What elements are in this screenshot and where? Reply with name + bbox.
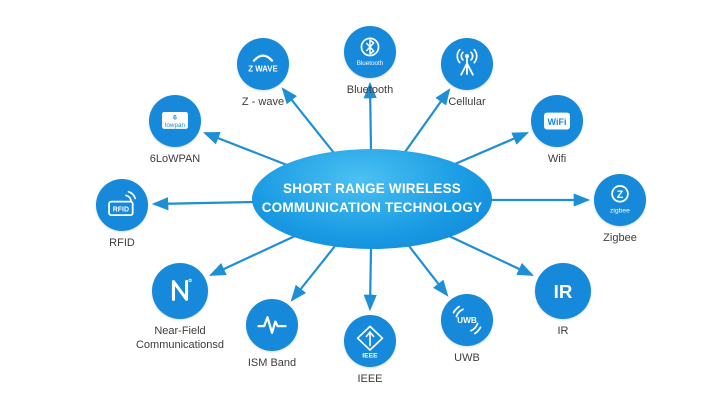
- zigbee-icon: Z zigbee: [594, 174, 646, 226]
- ir-icon-text: IR: [554, 281, 573, 302]
- wifi-icon: WiFi: [531, 95, 583, 147]
- node-ieee: IEEE IEEE: [312, 315, 428, 387]
- nfc-icon: [152, 263, 208, 319]
- node-label: Cellular: [448, 96, 486, 108]
- node-label: Z - wave: [241, 96, 285, 108]
- rfid-icon: RFID: [96, 179, 148, 231]
- cellular-antenna-icon: [441, 38, 493, 90]
- node-bluetooth: Bluetooth Bluetooth: [312, 26, 428, 98]
- bluetooth-icon: Bluetooth: [344, 26, 396, 78]
- wifi-icon-text: WiFi: [548, 117, 567, 127]
- z-wave-icon: Z WAVE: [237, 38, 289, 90]
- zigbee-icon-letter: Z: [617, 189, 624, 201]
- node-label: Wifi: [547, 153, 567, 165]
- node-cellular: Cellular: [409, 38, 525, 110]
- 6lowpan-icon-badge: 6: [173, 115, 177, 122]
- diagram-title-line1: SHORT RANGE WIRELESS: [282, 181, 461, 197]
- ism-band-icon: [246, 299, 298, 351]
- arrow-rfid: [151, 197, 255, 211]
- node-label: Bluetooth: [346, 84, 394, 96]
- node-wifi: WiFi Wifi: [499, 95, 615, 167]
- ir-icon: IR: [535, 263, 591, 319]
- node-label: 6LoWPAN: [149, 153, 201, 165]
- uwb-icon: UWB: [441, 294, 493, 346]
- node-zigbee: Z zigbee Zigbee: [562, 174, 678, 246]
- node-label: IEEE: [357, 373, 383, 385]
- node-ism-band: ISM Band: [214, 299, 330, 371]
- node-nfc: Near-Field Communicationsd: [122, 263, 238, 353]
- rfid-icon-text: RFID: [113, 206, 129, 213]
- diagram-title-line2: COMMUNICATION TECHNOLOGY: [261, 200, 483, 215]
- center-ellipse: SHORT RANGE WIRELESS COMMUNICATION TECHN…: [252, 149, 492, 249]
- arrow-ir: [448, 235, 534, 276]
- uwb-icon-text: UWB: [457, 315, 477, 325]
- arrow-bluetooth: [363, 81, 377, 151]
- arrow-ieee: [363, 247, 377, 312]
- node-z-wave: Z WAVE Z - wave: [205, 38, 321, 110]
- arrow-uwb: [408, 245, 449, 297]
- node-rfid: RFID RFID: [64, 179, 180, 251]
- arrow-nfc: [209, 235, 296, 276]
- bluetooth-icon-text: Bluetooth: [357, 60, 384, 67]
- arrow-z-wave: [281, 87, 335, 154]
- node-label: UWB: [454, 352, 480, 364]
- z-wave-icon-text: Z WAVE: [248, 64, 278, 73]
- ieee-icon-text: IEEE: [362, 352, 378, 359]
- node-label: Zigbee: [603, 232, 637, 244]
- 6lowpan-icon-text: lowpan: [165, 122, 185, 129]
- arrow-wifi: [454, 131, 530, 166]
- node-6lowpan: 6 lowpan 6LoWPAN: [117, 95, 233, 167]
- zigbee-icon-text: zigbee: [610, 207, 630, 214]
- 6lowpan-icon: 6 lowpan: [149, 95, 201, 147]
- ieee-icon: IEEE: [344, 315, 396, 367]
- arrow-ism-band: [290, 245, 336, 302]
- node-label: Near-Field Communicationsd: [135, 325, 225, 351]
- node-label: IR: [557, 325, 569, 337]
- arrow-cellular: [404, 88, 451, 153]
- node-label: ISM Band: [247, 357, 297, 369]
- arrow-6lowpan: [202, 131, 288, 167]
- node-ir: IR IR: [505, 263, 621, 339]
- node-uwb: UWB UWB: [409, 294, 525, 366]
- node-label: RFID: [109, 237, 135, 249]
